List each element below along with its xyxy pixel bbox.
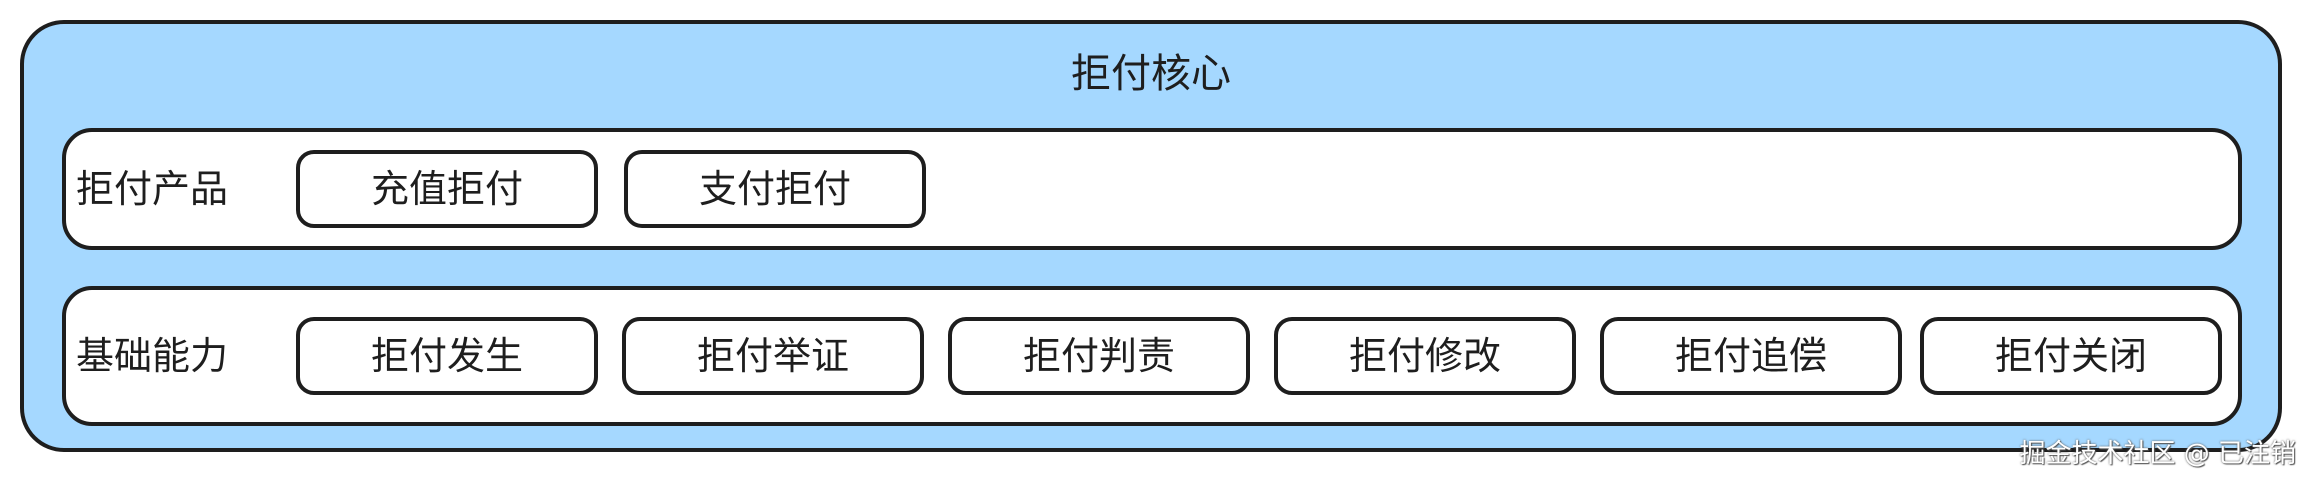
product-item-recharge-chargeback: 充值拒付 bbox=[296, 150, 598, 228]
capabilities-row: 基础能力 拒付发生 拒付举证 拒付判责 拒付修改 拒付追偿 拒付关闭 bbox=[62, 286, 2242, 426]
core-container: 拒付核心 拒付产品 充值拒付 支付拒付 基础能力 拒付发生 拒付举证 拒付判责 … bbox=[20, 20, 2282, 452]
capability-item-modify: 拒付修改 bbox=[1274, 317, 1576, 395]
core-title: 拒付核心 bbox=[1071, 51, 1231, 97]
products-row: 拒付产品 充值拒付 支付拒付 bbox=[62, 128, 2242, 250]
watermark-text: 掘金技术社区 @ 已注销 bbox=[2019, 439, 2296, 469]
capability-item-liability: 拒付判责 bbox=[948, 317, 1250, 395]
capability-item-evidence: 拒付举证 bbox=[622, 317, 924, 395]
product-item-payment-chargeback: 支付拒付 bbox=[624, 150, 926, 228]
capability-item-close: 拒付关闭 bbox=[1920, 317, 2222, 395]
capability-item-occurrence: 拒付发生 bbox=[296, 317, 598, 395]
capability-item-recovery: 拒付追偿 bbox=[1600, 317, 1902, 395]
products-row-label: 拒付产品 bbox=[76, 167, 229, 211]
capabilities-row-label: 基础能力 bbox=[76, 334, 229, 378]
